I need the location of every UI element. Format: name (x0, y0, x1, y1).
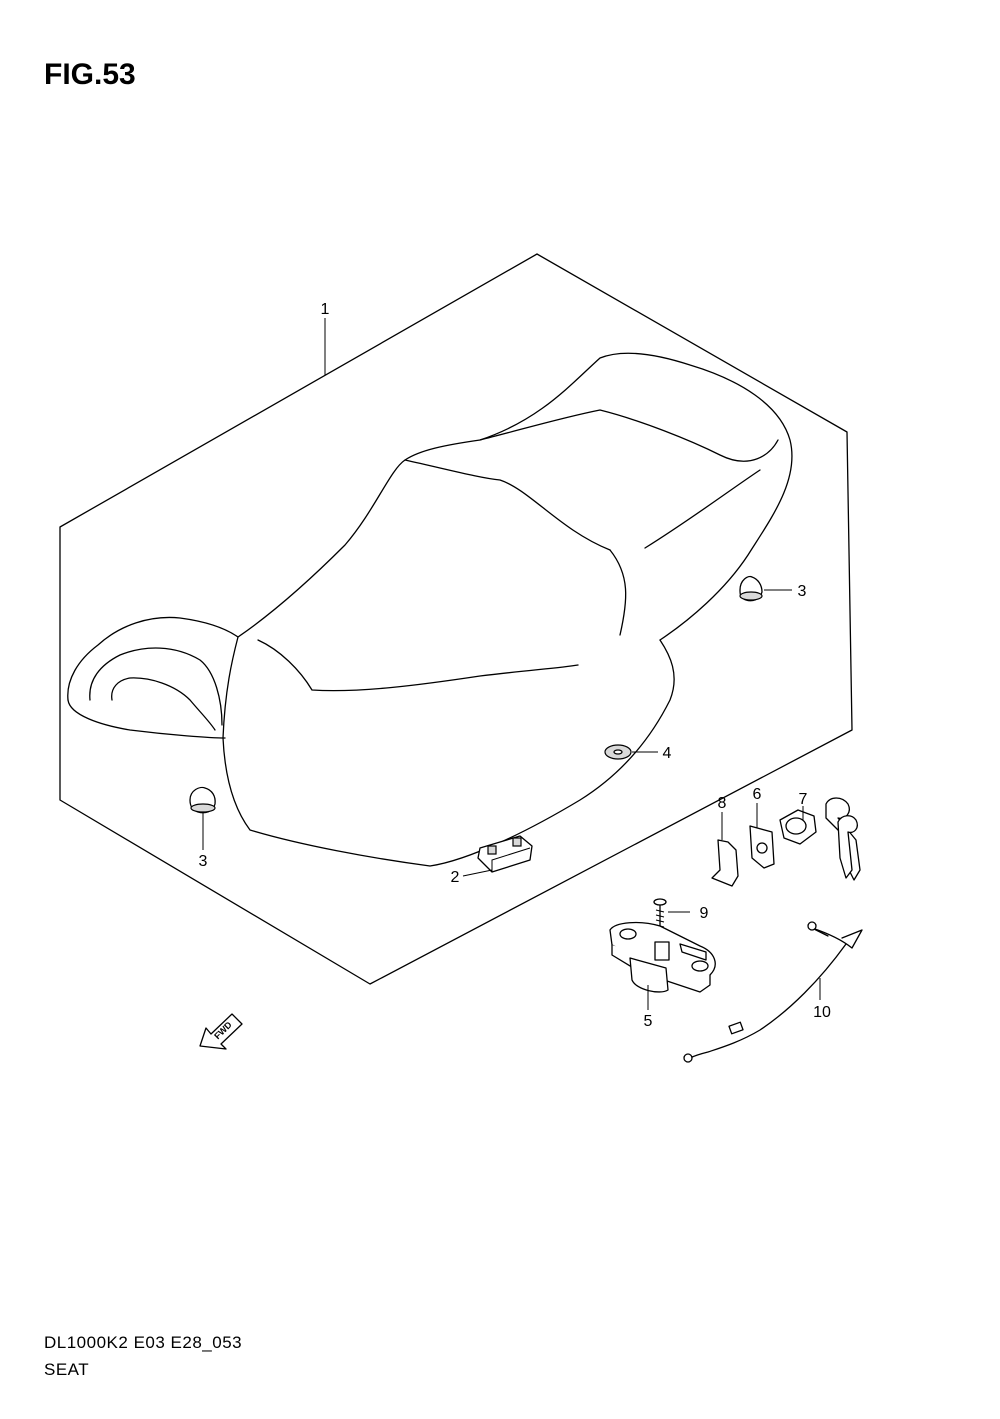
callout-3-left: 3 (199, 853, 208, 870)
seat-lock-cable-10 (683, 921, 863, 1063)
model-code: DL1000K2 E03 E28_053 (44, 1333, 243, 1352)
callout-1: 1 (321, 301, 330, 318)
seat-body (67, 352, 793, 867)
callout-3-right: 3 (798, 583, 807, 600)
seat-bumper-3-left (189, 786, 216, 814)
bracket-8 (711, 839, 739, 887)
grommet-4 (604, 744, 632, 760)
seat-latch-5 (609, 921, 716, 993)
seat-bumper-3-right (739, 575, 763, 602)
leader-lines (202, 318, 821, 1010)
connector-2 (477, 835, 533, 873)
seat-assembly-outline (59, 253, 853, 985)
callout-9: 9 (700, 905, 709, 922)
callout-6: 6 (753, 786, 762, 803)
clip-6 (749, 825, 775, 869)
callout-10: 10 (813, 1004, 831, 1021)
fwd-arrow-icon: FWD (199, 1013, 243, 1050)
callout-7: 7 (799, 791, 808, 808)
callout-5: 5 (644, 1013, 653, 1030)
callout-8: 8 (718, 795, 727, 812)
section-name: SEAT (44, 1360, 90, 1379)
figure-title: FIG.53 (44, 58, 136, 91)
callout-4: 4 (663, 745, 672, 762)
callout-2: 2 (451, 869, 460, 886)
lock-cylinder-7 (779, 797, 861, 881)
